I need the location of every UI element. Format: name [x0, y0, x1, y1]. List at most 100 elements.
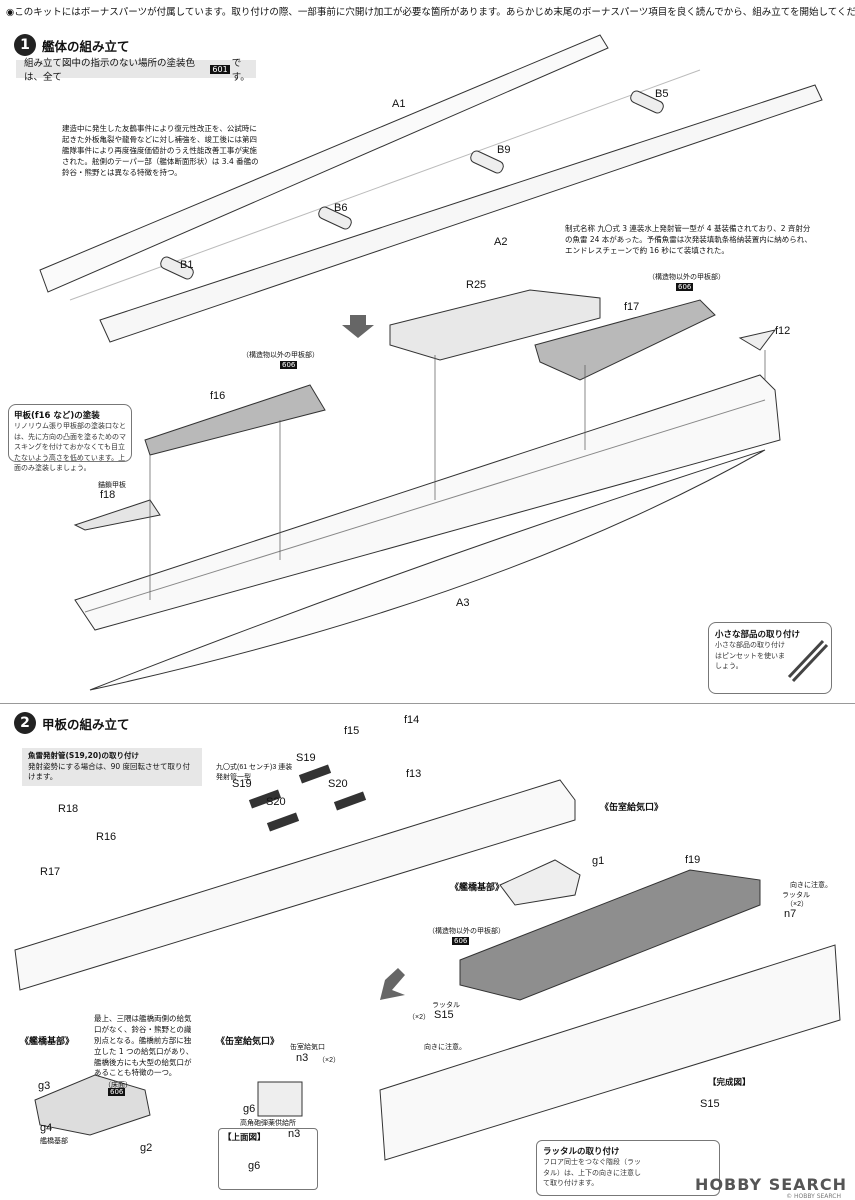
ladder-box-title: ラッタルの取り付け: [543, 1147, 620, 1157]
watermark-sub: © HOBBY SEARCH: [786, 1193, 841, 1200]
top-view-label: 【上面図】: [223, 1133, 266, 1143]
label-g2: g2: [140, 1142, 153, 1154]
label-f12: f12: [775, 325, 791, 337]
label-r16: R16: [96, 831, 117, 843]
bulkhead-b1: [160, 256, 194, 280]
hull-assembled: [74, 374, 781, 631]
step-1-title: 艦体の組み立て: [42, 38, 130, 54]
label-s15: S15: [434, 1009, 454, 1021]
step-1-number: 1: [14, 34, 36, 56]
paint-code-606-left: 606: [280, 361, 298, 369]
deck-paint-note-step2: （構造物以外の甲板部）: [428, 928, 505, 935]
label-a3: A3: [456, 597, 470, 609]
deck-f16: [144, 384, 326, 456]
deck-paint-box-body: リノリウム張り甲板部の塗装口なとは、先に方向の凸面を塗るためのマスキングを付けて…: [14, 422, 126, 472]
label-g4-sub: 艦橋基部: [40, 1138, 68, 1145]
ladder-qty-left: （×2）: [408, 1014, 430, 1021]
paint-note-suffix: です。: [231, 58, 250, 83]
label-s19-a: S19: [232, 778, 252, 790]
top-view-box: 【上面図】: [218, 1128, 318, 1190]
step-2-header: 2 甲板の組み立て: [14, 712, 130, 734]
completed-label: 【完成図】: [708, 1077, 751, 1087]
deck-paint-box-title: 甲板(f16 など)の塗装: [14, 411, 100, 421]
hull-history-note: 建造中に発生した友鶴事件により復元性改正を、公試時に起きた外板亀裂や龍骨などに対…: [62, 124, 259, 177]
hull-step2-left: [14, 779, 576, 991]
ladder-label-left: ラッタル: [432, 1002, 460, 1009]
torpedo-spec-note: 九〇式(61 センチ)3 連装発射管一型: [216, 764, 293, 781]
bulkhead-b5: [630, 90, 664, 114]
hull-step2-right: [379, 944, 841, 1161]
label-f19: f19: [685, 854, 701, 866]
label-f16: f16: [210, 390, 226, 402]
boiler-intake-heading-upper: 《缶室給気口》: [600, 803, 664, 813]
torpedo-mount-note-body: 発射姿勢にする場合は、90 度回転させて取り付けます。: [28, 761, 191, 782]
section-divider: [0, 703, 855, 704]
label-g1: g1: [592, 855, 605, 867]
hull-bottom-a3: [89, 449, 766, 691]
down-arrow-icon: [342, 315, 374, 338]
tweezers-icon: [787, 639, 829, 683]
label-s20-b: S20: [328, 778, 348, 790]
label-g6-topview: g6: [248, 1160, 261, 1172]
step-1-header: 1 艦体の組み立て: [14, 34, 130, 56]
paint-code-601: 601: [210, 64, 230, 74]
boiler-intake-g6: [257, 1081, 303, 1117]
label-r18: R18: [58, 803, 79, 815]
paint-note-prefix: 組み立て図中の指示のない場所の塗装色は、全て: [24, 58, 196, 83]
label-b9: B9: [497, 144, 511, 156]
deck-f18: [73, 499, 161, 531]
label-f13: f13: [406, 768, 422, 780]
deck-r25: [389, 289, 601, 361]
small-parts-box-title: 小さな部品の取り付け: [715, 630, 801, 640]
bonus-parts-notice: ◉このキットにはボーナスパーツが付属しています。取り付けの際、一部事前に穴開け加…: [6, 7, 855, 18]
deck-note-upper: （構造物以外の甲板部）: [648, 274, 725, 281]
label-b1: B1: [180, 259, 194, 271]
bridge-base: [499, 859, 581, 906]
label-g6-sub: 高角砲弾薬供給所: [240, 1120, 296, 1127]
ladder-box-body: フロア同士をつなぐ階段（ラッタル）は、上下の向きに注意して取り付けます。: [543, 1158, 641, 1187]
label-s20-a: S20: [266, 796, 286, 808]
step-2-title: 甲板の組み立て: [42, 716, 130, 732]
ladder-qty-right: （×2）: [786, 901, 808, 908]
bridge-base-g3: [34, 1074, 151, 1136]
deck-note-left: （構造物以外の甲板部）: [242, 352, 319, 359]
label-n3-sub: 缶室給気口: [290, 1044, 325, 1051]
label-f18: f18: [100, 489, 116, 501]
label-n3-qty: （×2）: [318, 1057, 340, 1064]
boiler-intake-heading: 《缶室給気口》: [216, 1037, 280, 1047]
small-parts-box-body: 小さな部品の取り付けはピンセットを使いましょう。: [715, 641, 785, 670]
ladder-label-right: ラッタル: [782, 892, 810, 899]
label-b5: B5: [655, 88, 669, 100]
deck-paint-code-step2: 606: [452, 937, 470, 945]
bridge-paint-code: 606: [108, 1088, 126, 1096]
deck-f12: [738, 329, 777, 351]
direction-note-right: 向きに注意。: [790, 882, 832, 889]
label-n7: n7: [784, 908, 797, 920]
label-g3: g3: [38, 1080, 51, 1092]
hull-part-a2: [99, 84, 823, 343]
torpedo-mount-note-title: 魚雷発射管(S19,20)の取り付け: [28, 751, 139, 760]
paint-instruction-bar: 組み立て図中の指示のない場所の塗装色は、全て 601 です。: [16, 58, 256, 83]
label-r17: R17: [40, 866, 61, 878]
label-f17: f17: [624, 301, 640, 313]
label-s19-b: S19: [296, 752, 316, 764]
small-parts-box: 小さな部品の取り付け 小さな部品の取り付けはピンセットを使いましょう。: [708, 622, 832, 694]
label-f18-sub: 錨鎖甲板: [98, 482, 126, 489]
label-n3: n3: [296, 1052, 309, 1064]
label-n3-topview: n3: [288, 1128, 301, 1140]
ladder-box: ラッタルの取り付け フロア同士をつなぐ階段（ラッタル）は、上下の向きに注意して取…: [536, 1140, 720, 1196]
step-2-number: 2: [14, 712, 36, 734]
deck-f19: [459, 869, 761, 1001]
bulkhead-b6: [318, 206, 352, 230]
watermark: HOBBY SEARCH: [695, 1175, 847, 1194]
label-a1: A1: [392, 98, 406, 110]
bridge-base-heading: 《艦橋基部》: [450, 883, 505, 893]
hull-part-a1: [39, 34, 609, 293]
torpedo-history-note: 制式名称 九〇式 3 連装水上発射管一型が 4 基装備されており、2 斉射分の魚…: [565, 224, 812, 255]
torpedo-launchers: [248, 764, 367, 832]
label-s15-complete: S15: [700, 1098, 720, 1110]
label-g4: g4: [40, 1122, 53, 1134]
label-a2: A2: [494, 236, 508, 248]
bridge-base-heading-lower: 《艦橋基部》: [20, 1037, 75, 1047]
torpedo-mount-note: 魚雷発射管(S19,20)の取り付け 発射姿勢にする場合は、90 度回転させて取…: [22, 748, 202, 786]
